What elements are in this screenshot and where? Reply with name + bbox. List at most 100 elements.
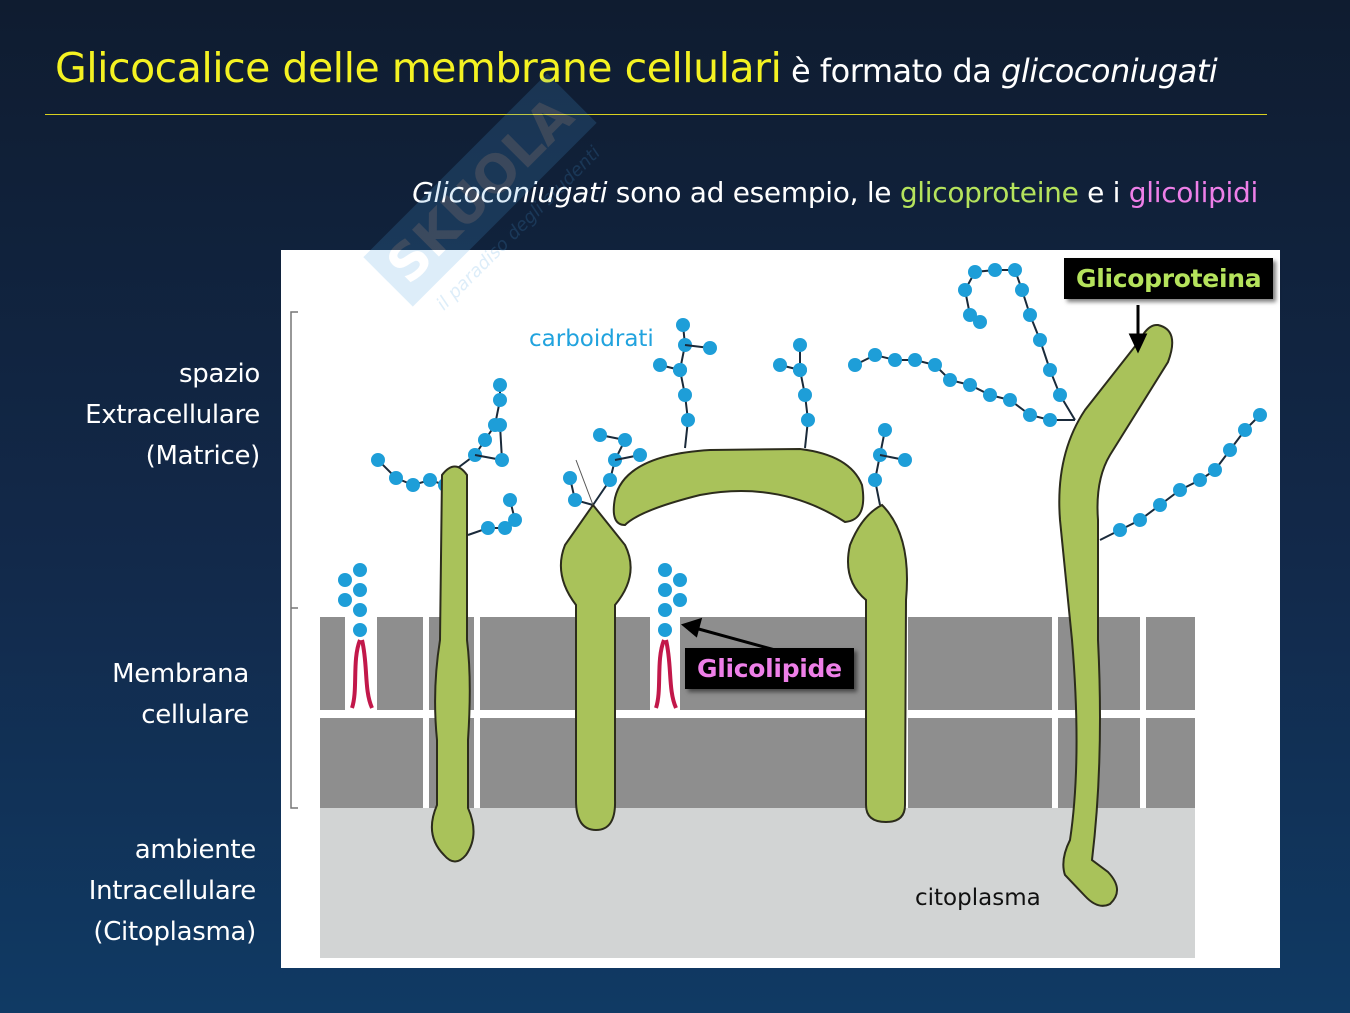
sugar-unit (508, 513, 522, 527)
label-extracellular: spazio Extracellulare (Matrice) (85, 354, 260, 477)
sugar-unit (1173, 483, 1187, 497)
sugar-unit (798, 388, 812, 402)
carbohydrate-chains (338, 263, 1267, 637)
sugar-unit (973, 315, 987, 329)
sugar-link (1099, 414, 1261, 541)
slide-title: Glicocalice delle membrane cellulari è f… (55, 44, 1218, 92)
subtitle-glycolipids: glicolipidi (1128, 176, 1259, 209)
sugar-unit (848, 358, 862, 372)
sugar-unit (593, 428, 607, 442)
sugar-unit (968, 265, 982, 279)
sugar-unit (681, 413, 695, 427)
label-cytoplasm: citoplasma (915, 885, 1041, 911)
sugar-unit (1113, 523, 1127, 537)
title-divider (45, 114, 1267, 115)
glycolipid-sugar-unit (338, 593, 352, 607)
title-middle: è formato da (781, 52, 1002, 90)
sugar-unit (928, 358, 942, 372)
label-line: Intracellulare (88, 876, 257, 906)
sugar-unit (793, 338, 807, 352)
sugar-unit (673, 363, 687, 377)
peripheral-protein-arch (612, 447, 865, 527)
sugar-unit (633, 448, 647, 462)
sugar-unit (703, 341, 717, 355)
sugar-unit (1153, 498, 1167, 512)
subtitle-and: e i (1078, 176, 1129, 209)
pointer-line (575, 459, 594, 506)
label-line: cellulare (141, 700, 249, 730)
sugar-unit (1238, 423, 1252, 437)
transmembrane-protein-pin-right (847, 503, 908, 824)
sugar-unit (1015, 283, 1029, 297)
transmembrane-protein-pin-left (559, 503, 632, 832)
pointer-arrows (680, 305, 1148, 652)
sugar-unit (503, 493, 517, 507)
sugar-unit (878, 423, 892, 437)
sugar-unit (868, 473, 882, 487)
label-carbohydrates: carboidrati (529, 326, 654, 352)
sugar-unit (478, 433, 492, 447)
sugar-unit (1208, 463, 1222, 477)
sugar-unit (493, 393, 507, 407)
sugar-unit (493, 418, 507, 432)
sugar-unit (676, 318, 690, 332)
tag-glycoprotein: Glicoproteina (1064, 258, 1274, 299)
glycolipid-sugar-unit (353, 583, 367, 597)
sugar-link (873, 429, 886, 506)
sugar-unit (1193, 473, 1207, 487)
subtitle-glycoproteins: glicoproteine (899, 176, 1079, 209)
sugar-unit (1003, 393, 1017, 407)
sugar-unit (423, 473, 437, 487)
label-intracellular: ambiente Intracellulare (Citoplasma) (88, 830, 257, 953)
sugar-unit (898, 453, 912, 467)
sugar-unit (963, 378, 977, 392)
sugar-unit (481, 521, 495, 535)
sugar-unit (958, 283, 972, 297)
sugar-unit (888, 353, 902, 367)
sugar-unit (495, 453, 509, 467)
sugar-unit (868, 348, 882, 362)
label-line: Membrana (112, 659, 249, 689)
scale-bracket (290, 311, 298, 809)
transmembrane-protein-rod (430, 465, 475, 863)
glycolipid-sugar-unit (673, 573, 687, 587)
sugar-unit (371, 453, 385, 467)
sugar-unit (908, 353, 922, 367)
sugar-unit (389, 471, 403, 485)
sugar-unit (618, 433, 632, 447)
sugar-unit (678, 388, 692, 402)
sugar-unit (1023, 408, 1037, 422)
sugar-unit (1033, 333, 1047, 347)
label-line: (Matrice) (145, 441, 261, 471)
subtitle-text: sono ad esempio, le (607, 176, 900, 209)
sugar-unit (498, 521, 512, 535)
glycolipid-sugar-unit (353, 623, 367, 637)
label-line: spazio (179, 359, 260, 389)
sugar-unit (983, 388, 997, 402)
sugar-unit (793, 363, 807, 377)
sugar-unit (773, 358, 787, 372)
glycolipid-sugar-unit (658, 563, 672, 577)
sugar-unit (563, 471, 577, 485)
subtitle: Glicoconiugati sono ad esempio, le glico… (412, 176, 1258, 209)
glycolipid-sugar-unit (658, 623, 672, 637)
title-highlight: Glicocalice delle membrane cellulari (55, 44, 782, 92)
glycolipid-sugar-unit (658, 583, 672, 597)
subtitle-italic: Glicoconiugati (412, 176, 608, 209)
title-italic: glicoconiugati (1001, 52, 1218, 90)
label-line: Extracellulare (85, 400, 260, 430)
sugar-unit (1133, 513, 1147, 527)
glycolipid-sugar-unit (353, 563, 367, 577)
sugar-unit (406, 478, 420, 492)
tag-glycolipid: Glicolipide (685, 648, 854, 689)
glycolipid-sugar-unit (353, 603, 367, 617)
sugar-unit (1053, 388, 1067, 402)
glycoprotein (1058, 323, 1174, 907)
sugar-unit (963, 308, 977, 322)
proteins (430, 323, 1174, 907)
sugar-unit (1253, 408, 1267, 422)
sugar-unit (603, 473, 617, 487)
glycolipid-sugar-unit (673, 593, 687, 607)
sugar-unit (1223, 443, 1237, 457)
